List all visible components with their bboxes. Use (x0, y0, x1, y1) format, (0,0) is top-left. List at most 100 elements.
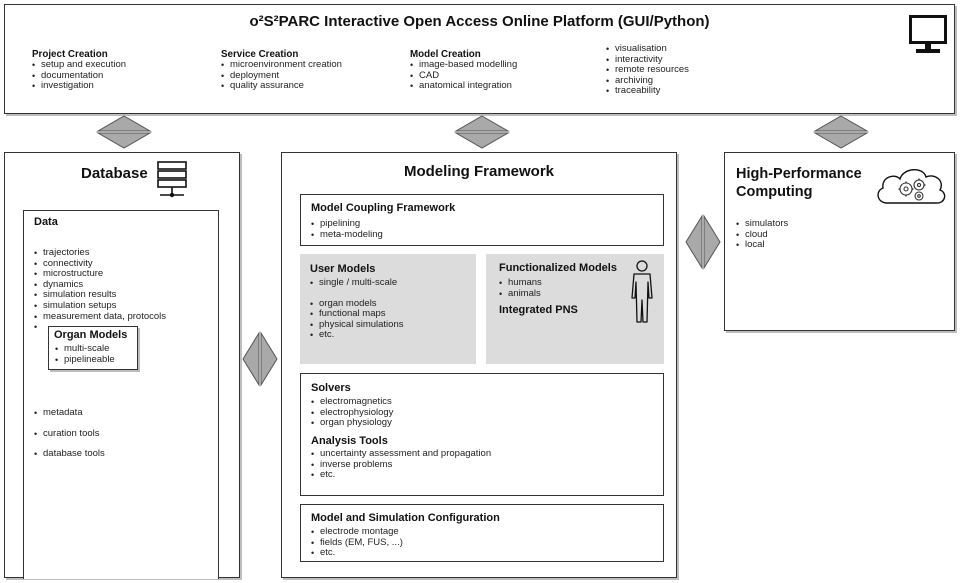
hpc-title-line2: Computing (736, 184, 813, 200)
model-creation-list: image-based modelling CAD anatomical int… (410, 59, 517, 92)
human-figure-icon (629, 260, 655, 324)
solvers-list: electromagnetics electrophysiology organ… (311, 396, 393, 429)
model-coupling-heading: Model Coupling Framework (311, 202, 456, 214)
list-item: documentation (32, 70, 126, 82)
arrow-modeling-hpc (685, 214, 721, 270)
list-item: humans (499, 277, 542, 289)
arrow-database-modeling (242, 331, 278, 387)
list-item: dynamics (34, 279, 166, 291)
list-item: organ models (310, 298, 403, 310)
platform-title: o²S²PARC Interactive Open Access Online … (249, 13, 710, 30)
list-item: visualisation (606, 43, 689, 55)
platform-col-project: Project Creation setup and execution doc… (32, 49, 126, 92)
list-item: interactivity (606, 54, 689, 66)
list-item: fields (EM, FUS, ...) (311, 537, 403, 549)
functionalized-models-heading: Functionalized Models (499, 262, 617, 274)
hpc-title-line1: High-Performance (736, 166, 862, 182)
database-box: Database Data trajectories connectivity … (4, 152, 240, 579)
database-extra-list: metadata curation tools database tools (34, 407, 105, 460)
arrow-platform-hpc (813, 115, 869, 149)
organ-models-box: Organ Models multi-scale pipelineable (48, 326, 138, 370)
list-item: simulation setups (34, 300, 166, 312)
monitor-icon (909, 15, 947, 55)
list-item: remote resources (606, 65, 689, 76)
modeling-title: Modeling Framework (403, 163, 555, 180)
list-item: archiving (606, 75, 689, 87)
list-item: CAD (410, 70, 517, 82)
data-panel: Data trajectories connectivity microstru… (23, 210, 219, 579)
list-item: quality assurance (221, 81, 342, 92)
hpc-box: High-Performance Computing simul (724, 152, 955, 331)
arrow-platform-database (96, 115, 152, 149)
list-item: cloud (736, 229, 788, 241)
project-creation-list: setup and execution documentation invest… (32, 59, 126, 92)
configuration-list: electrode montage fields (EM, FUS, ...) … (311, 526, 403, 559)
list-item: meta-modeling (311, 229, 383, 241)
platform-col-model: Model Creation image-based modelling CAD… (410, 49, 517, 92)
analysis-tools-list: uncertainty assessment and propagation i… (311, 448, 491, 481)
list-item: inverse problems (311, 459, 491, 471)
platform-col-service: Service Creation microenvironment creati… (221, 49, 342, 92)
list-item: connectivity (34, 258, 166, 270)
list-item: etc. (311, 470, 491, 481)
list-item: electromagnetics (311, 396, 393, 408)
list-item: simulators (736, 218, 788, 230)
list-item: database tools (34, 449, 105, 460)
list-item: uncertainty assessment and propagation (311, 448, 491, 460)
functionalized-models-panel: Functionalized Models humans animals Int… (486, 254, 664, 364)
solvers-heading: Solvers (311, 382, 351, 394)
list-item: anatomical integration (410, 81, 517, 92)
platform-features-list: visualisation interactivity remote resou… (606, 43, 689, 97)
list-item: trajectories (34, 247, 166, 259)
list-item: pipelining (311, 218, 383, 230)
functionalized-models-list: humans animals (499, 277, 542, 300)
model-creation-heading: Model Creation (410, 49, 481, 60)
cloud-gears-icon (873, 163, 949, 209)
list-item: electrode montage (311, 526, 403, 538)
configuration-heading: Model and Simulation Configuration (311, 512, 500, 524)
analysis-tools-heading: Analysis Tools (311, 435, 388, 447)
list-item: investigation (32, 81, 126, 92)
user-models-heading: User Models (310, 263, 376, 275)
user-models-list: single / multi-scale organ models functi… (310, 277, 403, 341)
hpc-list: simulators cloud local (736, 218, 788, 251)
model-coupling-box: Model Coupling Framework pipelining meta… (300, 194, 664, 246)
database-title: Database (81, 165, 148, 182)
project-creation-heading: Project Creation (32, 49, 108, 60)
model-coupling-list: pipelining meta-modeling (311, 218, 383, 241)
list-item: multi-scale (55, 343, 115, 355)
list-item: simulation results (34, 290, 166, 301)
data-list: trajectories connectivity microstructure… (34, 247, 166, 332)
list-item: etc. (310, 330, 403, 341)
list-item: image-based modelling (410, 59, 517, 71)
list-item: pipelineable (55, 354, 115, 366)
list-item: measurement data, protocols (34, 311, 166, 323)
data-heading: Data (34, 216, 58, 228)
list-item: functional maps (310, 309, 403, 320)
service-creation-heading: Service Creation (221, 49, 299, 60)
list-item: deployment (221, 70, 342, 82)
configuration-box: Model and Simulation Configuration elect… (300, 504, 664, 562)
list-item: electrophysiology (311, 407, 393, 419)
list-item: animals (499, 288, 542, 300)
platform-col-features: visualisation interactivity remote resou… (606, 43, 689, 97)
modeling-framework-box: Modeling Framework Model Coupling Framew… (281, 152, 677, 578)
solvers-box: Solvers electromagnetics electrophysiolo… (300, 373, 664, 496)
service-creation-list: microenvironment creation deployment qua… (221, 59, 342, 92)
list-item: etc. (311, 548, 403, 559)
list-item: microenvironment creation (221, 59, 342, 71)
list-item: metadata (34, 407, 105, 419)
list-item: setup and execution (32, 59, 126, 71)
organ-models-heading: Organ Models (54, 329, 128, 341)
arrow-platform-modeling (454, 115, 510, 149)
list-item: microstructure (34, 269, 166, 280)
list-item: traceability (606, 86, 689, 97)
server-stack-icon (157, 161, 187, 201)
list-item: single / multi-scale (310, 277, 403, 289)
integrated-pns-heading: Integrated PNS (499, 304, 578, 316)
organ-models-list: multi-scale pipelineable (55, 343, 115, 366)
list-item: curation tools (34, 428, 105, 440)
list-item: organ physiology (311, 418, 393, 429)
list-item: local (736, 240, 788, 251)
list-item: physical simulations (310, 319, 403, 331)
